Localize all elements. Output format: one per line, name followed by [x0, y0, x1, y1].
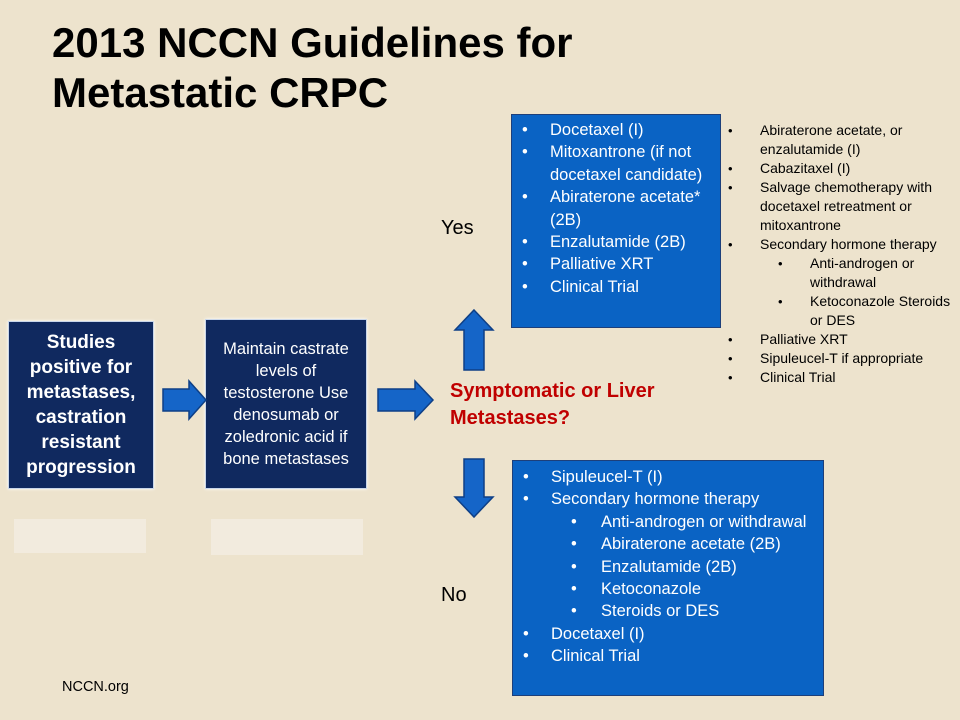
no-treatment-box: Sipuleucel-T (I) Secondary hormone thera… — [512, 460, 824, 696]
ghost-shape-left — [14, 519, 146, 553]
list-item: Enzalutamide (2B) — [512, 231, 720, 254]
list-item: Anti-androgen or withdrawal — [513, 511, 823, 534]
list-item: Abiraterone acetate, or enzalutamide (I) — [728, 121, 960, 159]
list-item: Clinical Trial — [512, 276, 720, 299]
slide-title: 2013 NCCN Guidelines for Metastatic CRPC — [52, 18, 712, 118]
list-item: Secondary hormone therapy — [728, 235, 960, 254]
no-label: No — [441, 584, 467, 606]
list-item: Sipuleucel-T if appropriate — [728, 349, 960, 368]
list-item: Abiraterone acetate* (2B) — [512, 186, 720, 231]
arrow-up — [453, 308, 495, 371]
list-item: Palliative XRT — [728, 330, 960, 349]
list-item: Anti-androgen or withdrawal — [728, 254, 960, 292]
list-item: Clinical Trial — [513, 645, 823, 668]
list-item: Sipuleucel-T (I) — [513, 466, 823, 489]
list-item: Cabazitaxel (I) — [728, 159, 960, 178]
arrow-down — [453, 458, 495, 519]
list-item: Docetaxel (I) — [513, 623, 823, 646]
list-item: Clinical Trial — [728, 368, 960, 387]
list-item: Docetaxel (I) — [512, 119, 720, 142]
list-item: Steroids or DES — [513, 600, 823, 623]
studies-box-text: Studies positive for metastases, castrat… — [26, 332, 136, 478]
yes-treatment-box: Docetaxel (I) Mitoxantrone (if not docet… — [511, 114, 721, 328]
list-item: Mitoxantrone (if not docetaxel candidate… — [512, 141, 720, 186]
list-item: Ketoconazole — [513, 578, 823, 601]
list-item: Ketoconazole Steroids or DES — [728, 292, 960, 330]
list-item: Salvage chemotherapy with docetaxel retr… — [728, 178, 960, 235]
subsequent-therapy-list: Abiraterone acetate, or enzalutamide (I)… — [728, 121, 960, 387]
footer-source: NCCN.org — [62, 679, 129, 695]
maintain-box: Maintain castrate levels of testosterone… — [205, 319, 367, 489]
studies-box: Studies positive for metastases, castrat… — [8, 321, 154, 489]
list-item: Secondary hormone therapy — [513, 488, 823, 511]
arrow-right-2 — [377, 379, 435, 421]
ghost-shape-right — [211, 519, 363, 555]
maintain-box-text: Maintain castrate levels of testosterone… — [223, 340, 349, 468]
list-item: Palliative XRT — [512, 253, 720, 276]
yes-label: Yes — [441, 217, 474, 239]
title-line-2: Metastatic CRPC — [52, 69, 389, 116]
decision-question: Symptomatic or Liver Metastases? — [450, 380, 655, 429]
title-line-1: 2013 NCCN Guidelines for — [52, 19, 573, 66]
list-item: Enzalutamide (2B) — [513, 556, 823, 579]
arrow-right-1 — [162, 379, 208, 421]
list-item: Abiraterone acetate (2B) — [513, 533, 823, 556]
